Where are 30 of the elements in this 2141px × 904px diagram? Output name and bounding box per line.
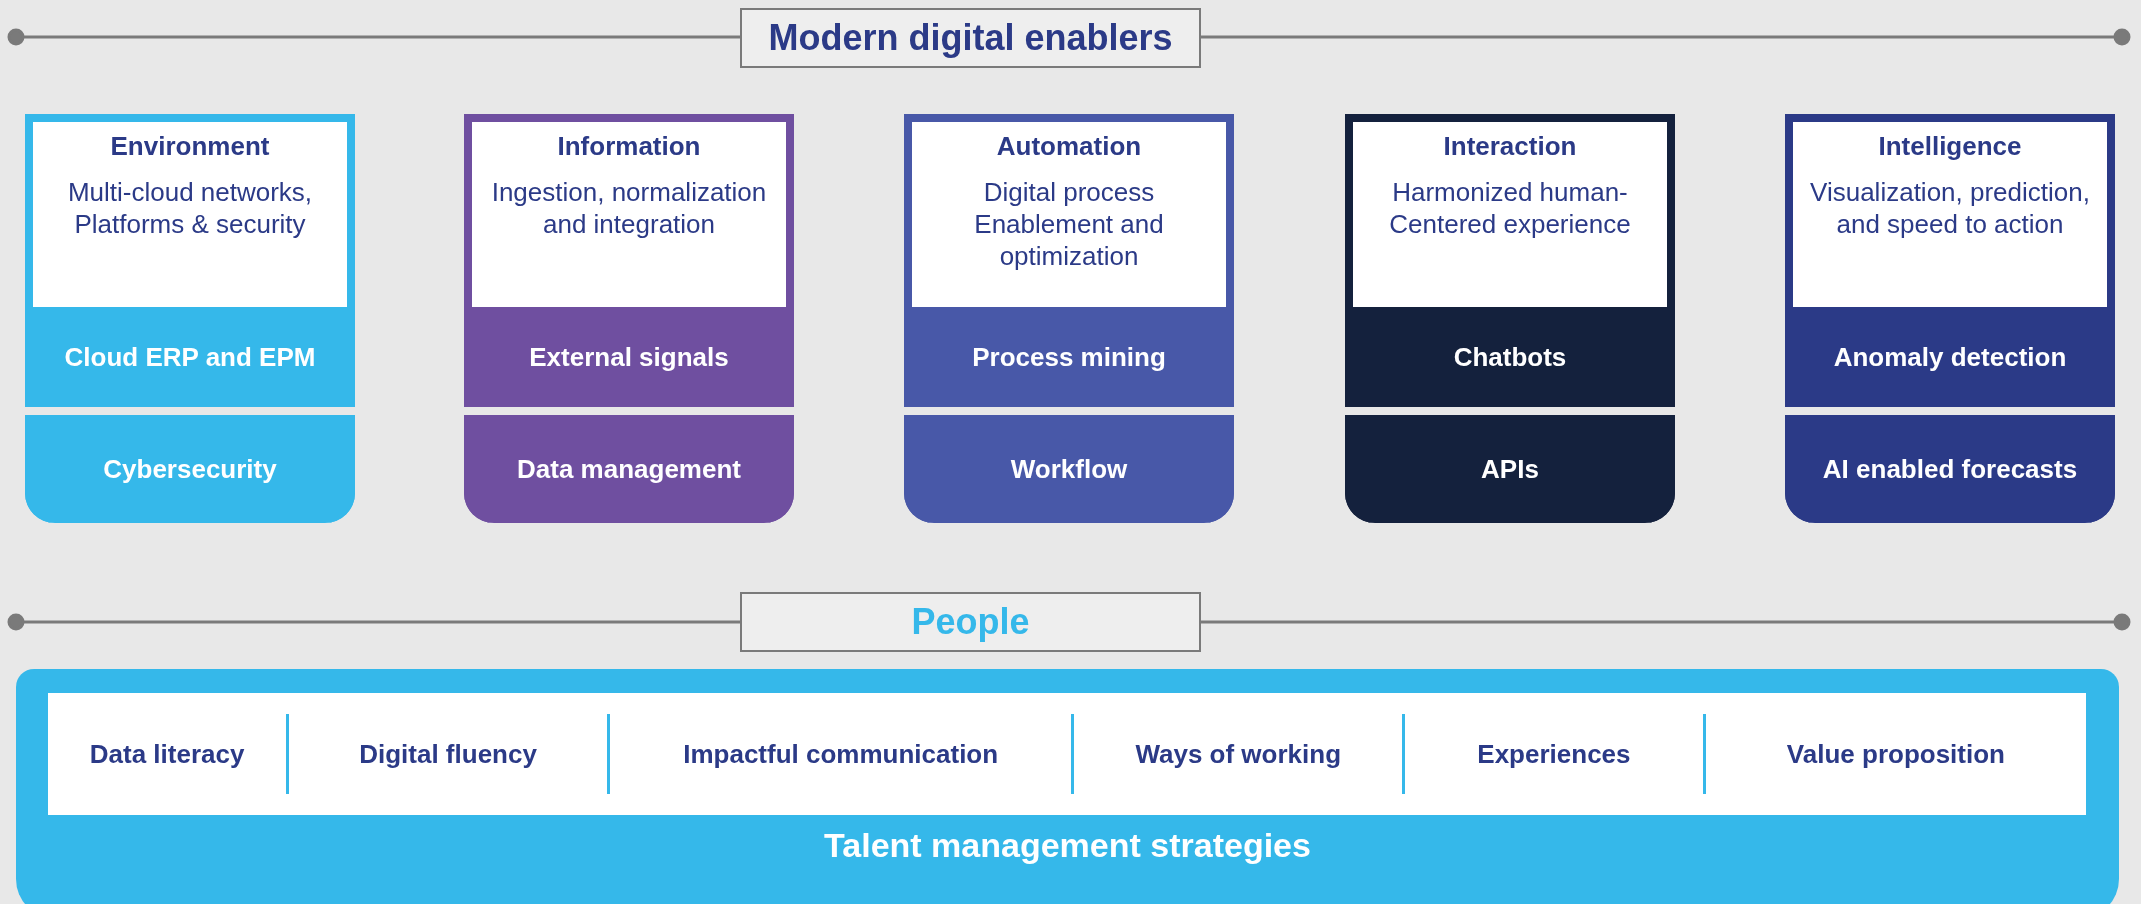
card-heading: Environment <box>109 130 271 162</box>
card-description: Ingestion, normalization and integration <box>490 176 768 240</box>
category-band: APIs <box>1345 407 1675 523</box>
panel-title: Talent management strategies <box>823 826 1312 865</box>
skill-label: Digital fluency <box>359 738 537 770</box>
category-card <box>904 114 1234 523</box>
skill-label: Data literacy <box>89 738 245 770</box>
category-card <box>464 114 794 523</box>
card-description: Multi-cloud networks, Platforms & security <box>66 176 314 240</box>
skill-label: Value proposition <box>1786 738 2005 770</box>
card-description: Digital process Enablement and optimization <box>973 176 1165 272</box>
skill-label: Experiences <box>1477 738 1631 770</box>
section-header: Modern digital enablers <box>740 8 1201 68</box>
section-header: People <box>740 592 1201 652</box>
card-heading: Intelligence <box>1877 130 2023 162</box>
card-heading: Information <box>556 130 702 162</box>
skill-label: Impactful communication <box>683 738 999 770</box>
card-description: Harmonized human-Centered experience <box>1388 176 1632 240</box>
category-card <box>1345 114 1675 523</box>
category-band: Data management <box>464 407 794 523</box>
card-description: Visualization, prediction, and speed to action <box>1809 176 2091 240</box>
card-heading: Automation <box>995 130 1143 162</box>
category-band: Cybersecurity <box>25 407 355 523</box>
skill-label: Ways of working <box>1135 738 1342 770</box>
card-heading: Interaction <box>1442 130 1578 162</box>
category-card <box>25 114 355 523</box>
talent-panel <box>16 669 2119 904</box>
category-band: AI enabled forecasts <box>1785 407 2115 523</box>
category-card <box>1785 114 2115 523</box>
category-band: Workflow <box>904 407 1234 523</box>
